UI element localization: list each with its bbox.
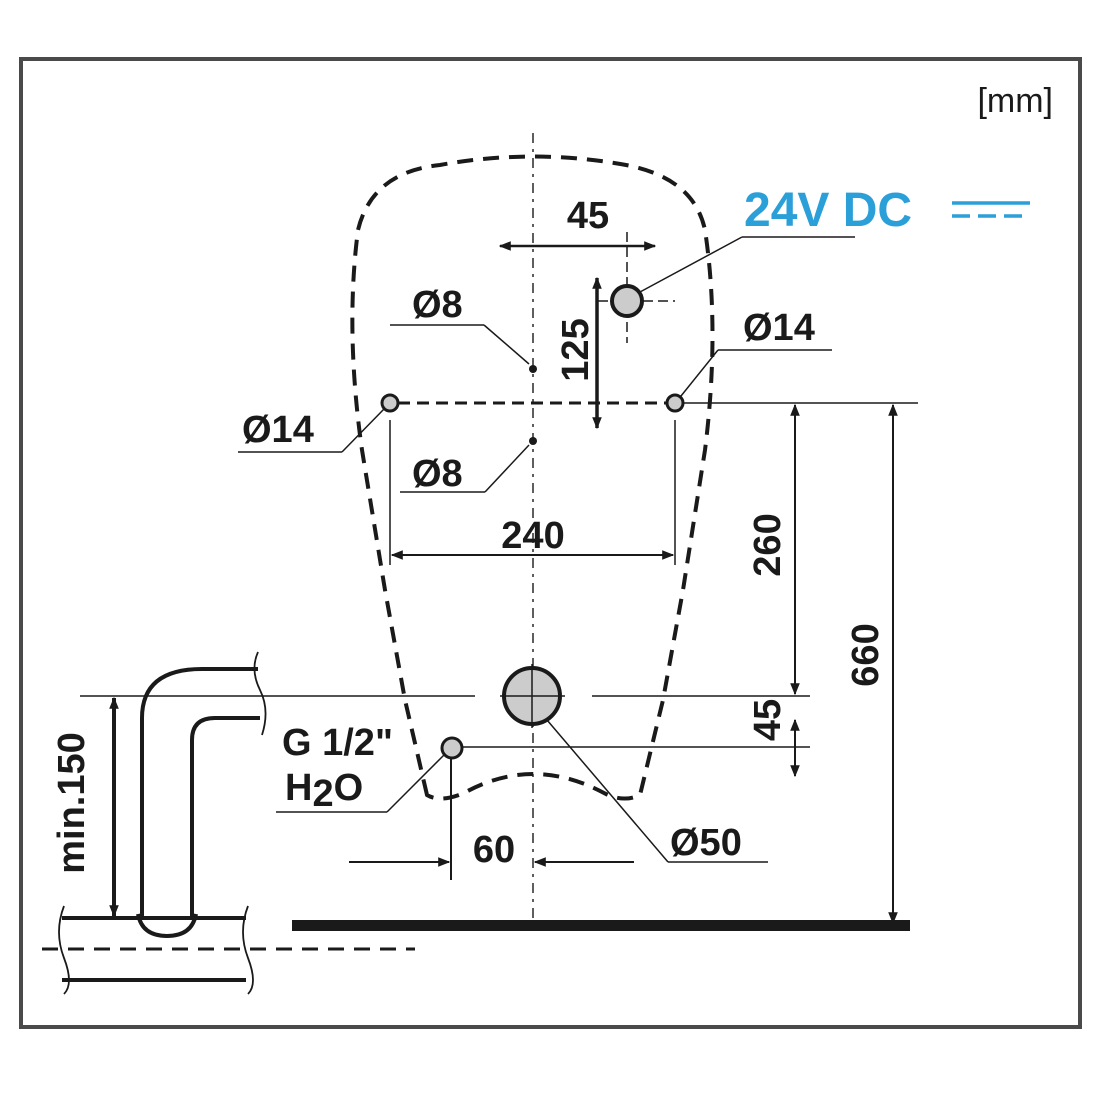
device-outline <box>350 154 715 801</box>
hole-left-icon <box>380 393 400 413</box>
water-end: O <box>334 767 364 809</box>
dim-top-45: 45 <box>567 195 609 237</box>
dc-current-symbol <box>952 201 1030 218</box>
hole-small-bottom-icon <box>529 437 537 445</box>
label-thread: G 1/2" <box>282 722 393 764</box>
label-hole-right: Ø14 <box>743 307 815 349</box>
diagram-frame <box>19 57 1082 1029</box>
dim-240: 240 <box>501 515 564 557</box>
power-inlet-icon <box>610 284 644 318</box>
dim-125: 125 <box>555 318 597 381</box>
floor-line <box>292 920 910 931</box>
label-hole-small-top: Ø8 <box>412 284 463 326</box>
dim-bottom-45: 45 <box>747 699 789 741</box>
units-label: [mm] <box>977 82 1053 120</box>
water-main: H <box>285 767 312 809</box>
water-sub: 2 <box>312 773 333 815</box>
label-hole-left: Ø14 <box>242 409 314 451</box>
dim-min-150: min.150 <box>51 732 93 874</box>
hole-right-icon <box>665 393 685 413</box>
hole-small-top-icon <box>529 365 537 373</box>
dim-260: 260 <box>747 513 789 576</box>
dim-660: 660 <box>845 623 887 686</box>
supply-pipe <box>42 651 415 995</box>
label-water: H2O <box>285 767 363 815</box>
dim-60: 60 <box>473 829 515 871</box>
water-inlet-icon <box>440 736 464 760</box>
label-outlet: Ø50 <box>670 822 742 864</box>
power-label: 24V DC <box>744 184 912 237</box>
label-hole-small-bottom: Ø8 <box>412 453 463 495</box>
